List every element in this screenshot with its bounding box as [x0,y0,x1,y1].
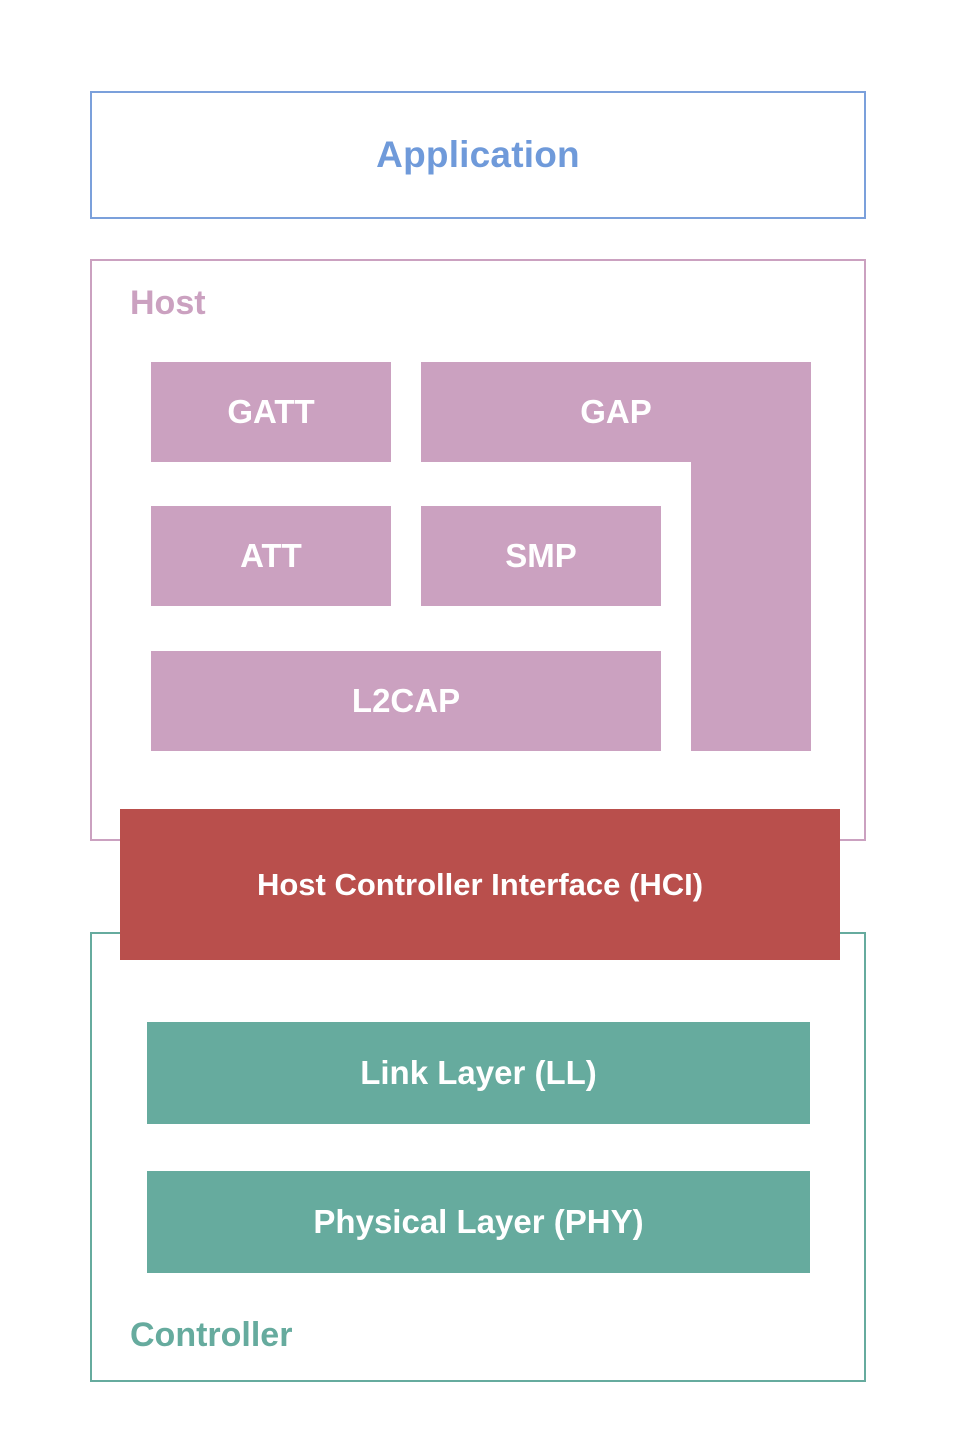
smp-block: SMP [421,506,661,606]
physical-layer-block: Physical Layer (PHY) [147,1171,810,1273]
gap-block-right-column-segment [691,462,811,751]
att-block-label: ATT [240,537,302,574]
gatt-block-label: GATT [227,393,315,430]
gap-block: GAP [421,362,811,751]
application-layer-label: Application [376,134,580,175]
application-layer-box: Application [90,91,866,219]
l2cap-block: L2CAP [151,651,661,751]
link-layer-block: Link Layer (LL) [147,1022,810,1124]
hci-block: Host Controller Interface (HCI) [120,809,840,960]
smp-block-label: SMP [505,537,577,574]
host-layer-title: Host [130,284,206,322]
hci-block-label: Host Controller Interface (HCI) [256,866,704,902]
att-block: ATT [151,506,391,606]
gap-block-top-segment [421,362,811,462]
physical-layer-block-label: Physical Layer (PHY) [313,1203,644,1240]
l2cap-block-label: L2CAP [351,682,461,719]
link-layer-block-label: Link Layer (LL) [360,1054,597,1091]
gatt-block: GATT [151,362,391,462]
gap-block-label: GAP [580,393,652,430]
controller-layer-title: Controller [130,1316,293,1354]
